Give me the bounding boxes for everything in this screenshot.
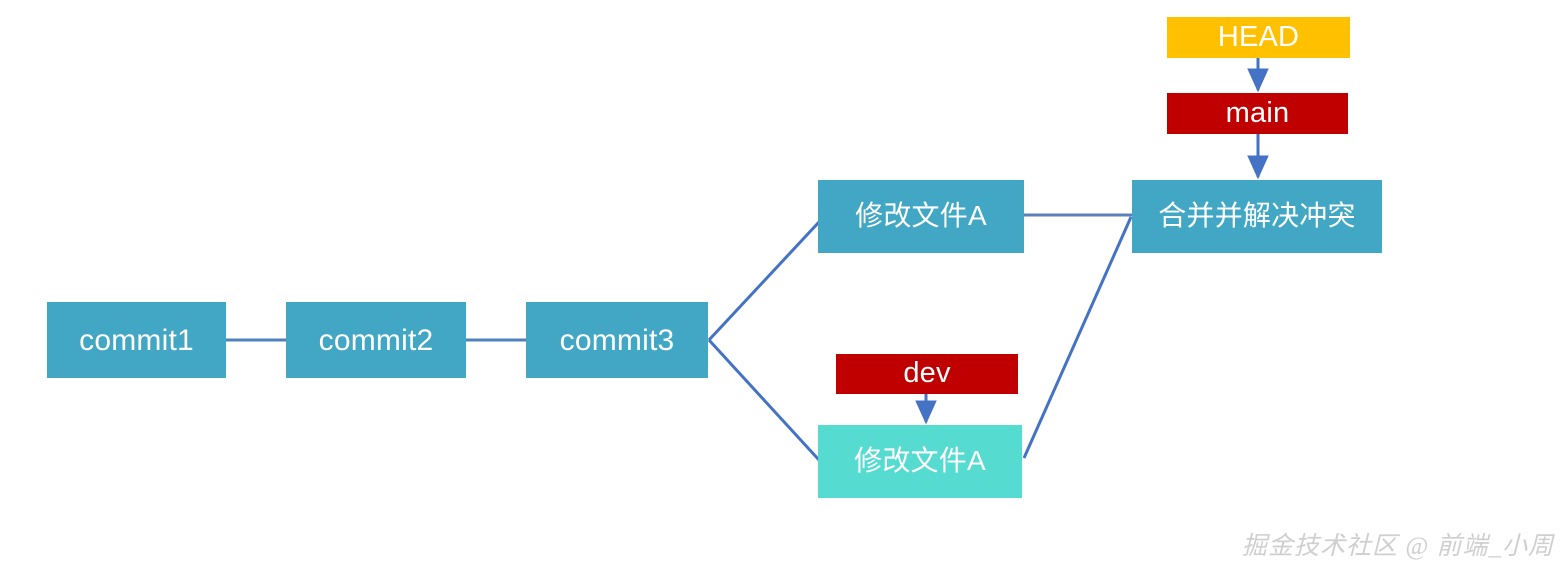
label-dev-branch[interactable]: dev: [836, 354, 1018, 394]
node-merge-resolve-conflict[interactable]: 合并并解决冲突: [1132, 180, 1382, 253]
node-merge-resolve-conflict-label: 合并并解决冲突: [1158, 200, 1356, 232]
label-head[interactable]: HEAD: [1167, 17, 1350, 58]
node-modify-file-a-dev-label: 修改文件A: [854, 445, 986, 477]
node-commit2[interactable]: commit2: [286, 302, 466, 378]
edge-commit3-to-modify-file-a-dev: [707, 338, 821, 462]
edge-modify-file-a-dev-to-merge: [1022, 216, 1133, 459]
edge-commit3-to-modify-file-a-main: [707, 220, 821, 342]
node-commit1-label: commit1: [79, 323, 194, 357]
node-modify-file-a-main-label: 修改文件A: [855, 200, 987, 232]
label-main-branch[interactable]: main: [1167, 93, 1348, 134]
node-commit2-label: commit2: [318, 323, 434, 357]
node-commit3-label: commit3: [559, 323, 675, 357]
watermark: 掘金技术社区 @ 前端_小周: [1242, 533, 1554, 560]
node-modify-file-a-dev[interactable]: 修改文件A: [818, 425, 1022, 498]
node-commit1[interactable]: commit1: [47, 302, 226, 378]
label-head-text: HEAD: [1217, 20, 1300, 53]
node-commit3[interactable]: commit3: [526, 302, 708, 378]
node-modify-file-a-main[interactable]: 修改文件A: [818, 180, 1024, 253]
label-dev-branch-text: dev: [903, 357, 951, 390]
label-main-branch-text: main: [1225, 96, 1290, 129]
